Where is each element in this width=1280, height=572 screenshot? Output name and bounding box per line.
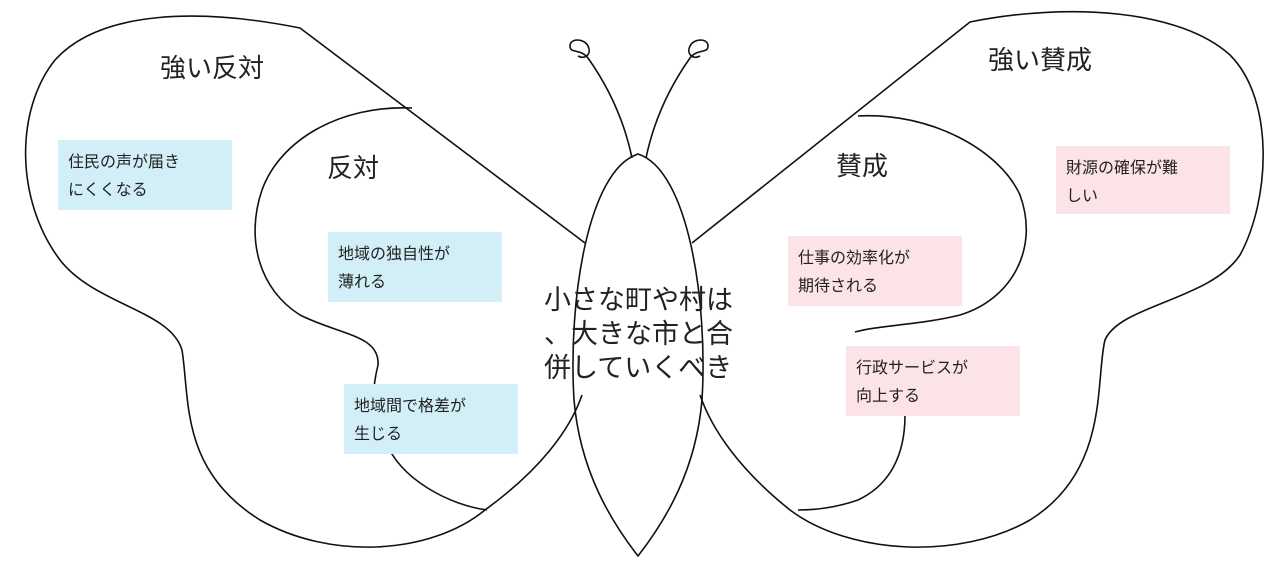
- left-inner-wing: [254, 107, 488, 511]
- left-antenna: [569, 39, 633, 159]
- note-line: 仕事の効率化が: [798, 248, 911, 267]
- body: [572, 153, 704, 558]
- note-residents: 住民の声が届き にくくなる: [58, 140, 232, 210]
- note-identity: 地域の独自性が 薄れる: [328, 232, 502, 302]
- note-services: 行政サービスが 向上する: [846, 346, 1020, 416]
- label-strong-oppose: 強い反対: [160, 54, 265, 84]
- right-outer-wing: [691, 10, 1264, 548]
- label-oppose: 反対: [327, 154, 380, 184]
- right-antenna: [645, 39, 709, 159]
- label-support: 賛成: [836, 152, 889, 182]
- center-line-2: 、大きな市と合: [544, 319, 733, 350]
- note-efficiency: 仕事の効率化が 期待される: [788, 236, 962, 306]
- note-line: 生じる: [354, 424, 403, 443]
- note-disparity: 地域間で格差が 生じる: [344, 384, 518, 454]
- note-line: 住民の声が届き: [68, 152, 181, 171]
- center-line-1: 小さな町や村は: [544, 285, 733, 316]
- right-inner-wing-lower: [797, 414, 906, 511]
- center-statement: 小さな町や村は 、大きな市と合 併していくべき: [544, 284, 733, 386]
- note-line: 地域の独自性が: [338, 244, 451, 263]
- center-line-3: 併していくべき: [544, 353, 733, 384]
- note-funding: 財源の確保が難 しい: [1056, 146, 1230, 214]
- note-line: しい: [1066, 186, 1099, 205]
- note-line: 行政サービスが: [856, 358, 969, 377]
- note-line: にくくなる: [68, 180, 148, 199]
- note-line: 薄れる: [338, 272, 387, 291]
- note-line: 財源の確保が難: [1066, 158, 1179, 177]
- left-outer-wing: [24, 15, 586, 548]
- note-line: 向上する: [856, 386, 921, 405]
- right-inner-wing: [854, 114, 1028, 333]
- note-line: 期待される: [798, 276, 879, 295]
- label-strong-support: 強い賛成: [988, 46, 1093, 76]
- note-line: 地域間で格差が: [354, 396, 467, 415]
